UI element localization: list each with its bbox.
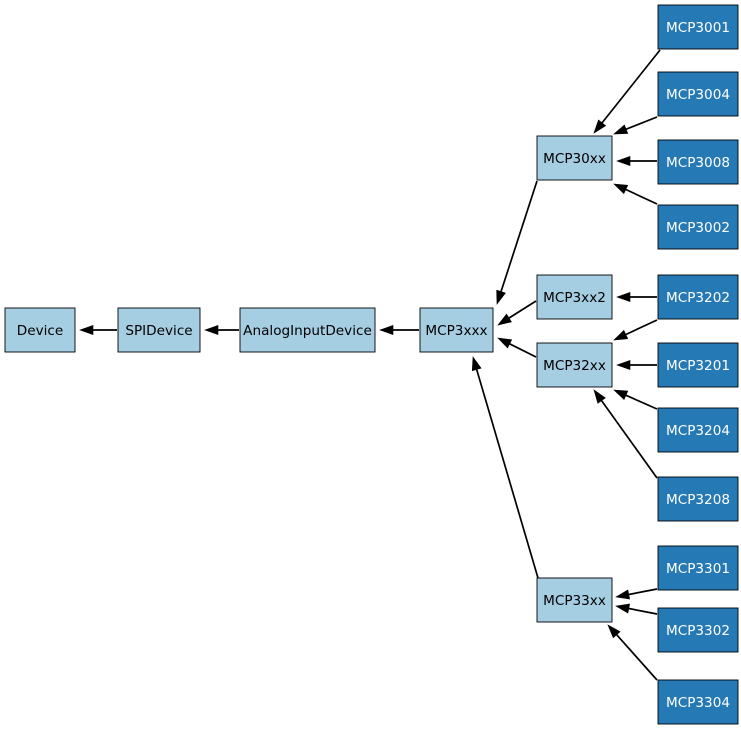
node-box-mcp32xx[interactable] xyxy=(536,342,613,388)
edge-mcp30xx-to-mcp3xxx xyxy=(496,180,538,305)
edge-line xyxy=(626,588,658,596)
edge-line xyxy=(623,393,658,410)
node-mcp3xxx[interactable]: MCP3xxx xyxy=(419,307,494,353)
arrowhead-icon xyxy=(79,324,94,336)
node-box-mcp3304[interactable] xyxy=(657,679,739,725)
edge-line xyxy=(626,607,658,615)
arrowhead-icon xyxy=(497,313,512,326)
node-box-mcp3202[interactable] xyxy=(657,274,739,320)
node-box-mcp3302[interactable] xyxy=(657,607,739,653)
edge-mcp3xx2-to-mcp3xxx xyxy=(497,300,537,326)
edge-line xyxy=(623,319,658,337)
edge-line xyxy=(614,632,658,681)
edge-line xyxy=(507,342,537,358)
node-box-mcp3xxx[interactable] xyxy=(419,307,494,353)
edge-line xyxy=(506,300,537,320)
edge-mcp3002-to-mcp30xx xyxy=(613,183,658,205)
node-mcp3004[interactable]: MCP3004 xyxy=(657,71,739,117)
arrowhead-icon xyxy=(593,119,607,134)
node-mcp33xx[interactable]: MCP33xx xyxy=(536,577,613,623)
node-mcp30xx[interactable]: MCP30xx xyxy=(536,135,613,181)
node-mcp3008[interactable]: MCP3008 xyxy=(657,139,739,185)
node-box-mcp3004[interactable] xyxy=(657,71,739,117)
node-mcp3001[interactable]: MCP3001 xyxy=(657,4,739,50)
arrowhead-icon xyxy=(616,359,631,371)
edge-line xyxy=(499,180,538,294)
edge-mcp3001-to-mcp30xx xyxy=(593,49,661,134)
node-box-mcp30xx[interactable] xyxy=(536,135,613,181)
arrowhead-icon xyxy=(593,389,606,404)
edge-mcp3204-to-mcp32xx xyxy=(613,389,658,410)
node-analogin[interactable]: AnalogInputDevice xyxy=(239,307,376,353)
node-box-mcp3201[interactable] xyxy=(657,342,739,388)
edge-line xyxy=(600,49,661,125)
arrowhead-icon xyxy=(613,389,629,400)
node-box-mcp3002[interactable] xyxy=(657,204,739,250)
edge-mcp3301-to-mcp33xx xyxy=(615,588,658,600)
edge-mcp3xxx-to-analogin xyxy=(379,324,419,336)
node-box-mcp3001[interactable] xyxy=(657,4,739,50)
arrowhead-icon xyxy=(379,324,394,336)
node-box-device[interactable] xyxy=(4,307,76,353)
node-box-mcp3xx2[interactable] xyxy=(536,274,613,320)
node-box-analogin[interactable] xyxy=(239,307,376,353)
arrowhead-icon xyxy=(607,624,621,639)
arrowhead-icon xyxy=(613,183,629,195)
edge-mcp3202-to-mcp32xx xyxy=(613,319,658,341)
node-box-spidevice[interactable] xyxy=(117,307,201,353)
edge-mcp3201-to-mcp32xx xyxy=(616,359,657,371)
edge-line xyxy=(623,187,658,205)
node-box-mcp3008[interactable] xyxy=(657,139,739,185)
edge-mcp3302-to-mcp33xx xyxy=(615,603,658,615)
arrowhead-icon xyxy=(616,155,631,167)
arrowhead-icon xyxy=(613,124,629,135)
arrowhead-icon xyxy=(616,291,631,303)
edge-mcp3202-to-mcp3xx2 xyxy=(616,291,657,303)
node-mcp3202[interactable]: MCP3202 xyxy=(657,274,739,320)
arrowhead-icon xyxy=(497,337,513,349)
edges-layer xyxy=(79,49,661,681)
node-box-mcp3208[interactable] xyxy=(657,476,739,522)
node-mcp3301[interactable]: MCP3301 xyxy=(657,545,739,591)
arrowhead-icon xyxy=(615,589,631,600)
node-box-mcp33xx[interactable] xyxy=(536,577,613,623)
edge-mcp32xx-to-mcp3xxx xyxy=(497,337,537,358)
node-mcp3204[interactable]: MCP3204 xyxy=(657,407,739,453)
edge-mcp3208-to-mcp32xx xyxy=(593,389,658,479)
node-mcp3002[interactable]: MCP3002 xyxy=(657,204,739,250)
arrowhead-icon xyxy=(615,603,631,614)
edge-analogin-to-spidevice xyxy=(204,324,239,336)
edge-line xyxy=(475,367,539,579)
node-mcp32xx[interactable]: MCP32xx xyxy=(536,342,613,388)
node-spidevice[interactable]: SPIDevice xyxy=(117,307,201,353)
node-box-mcp3301[interactable] xyxy=(657,545,739,591)
arrowhead-icon xyxy=(613,329,629,341)
edge-line xyxy=(599,398,658,479)
arrowhead-icon xyxy=(496,289,506,305)
edge-mcp3004-to-mcp30xx xyxy=(613,116,658,135)
arrowhead-icon xyxy=(471,356,482,372)
node-mcp3xx2[interactable]: MCP3xx2 xyxy=(536,274,613,320)
node-mcp3201[interactable]: MCP3201 xyxy=(657,342,739,388)
edge-spidevice-to-device xyxy=(79,324,117,336)
node-device[interactable]: Device xyxy=(4,307,76,353)
arrowhead-icon xyxy=(204,324,219,336)
edge-mcp33xx-to-mcp3xxx xyxy=(471,356,539,579)
edge-mcp3008-to-mcp30xx xyxy=(616,155,657,167)
node-mcp3208[interactable]: MCP3208 xyxy=(657,476,739,522)
node-mcp3304[interactable]: MCP3304 xyxy=(657,679,739,725)
edge-line xyxy=(623,116,658,131)
edge-mcp3304-to-mcp33xx xyxy=(607,624,658,681)
node-box-mcp3204[interactable] xyxy=(657,407,739,453)
node-mcp3302[interactable]: MCP3302 xyxy=(657,607,739,653)
